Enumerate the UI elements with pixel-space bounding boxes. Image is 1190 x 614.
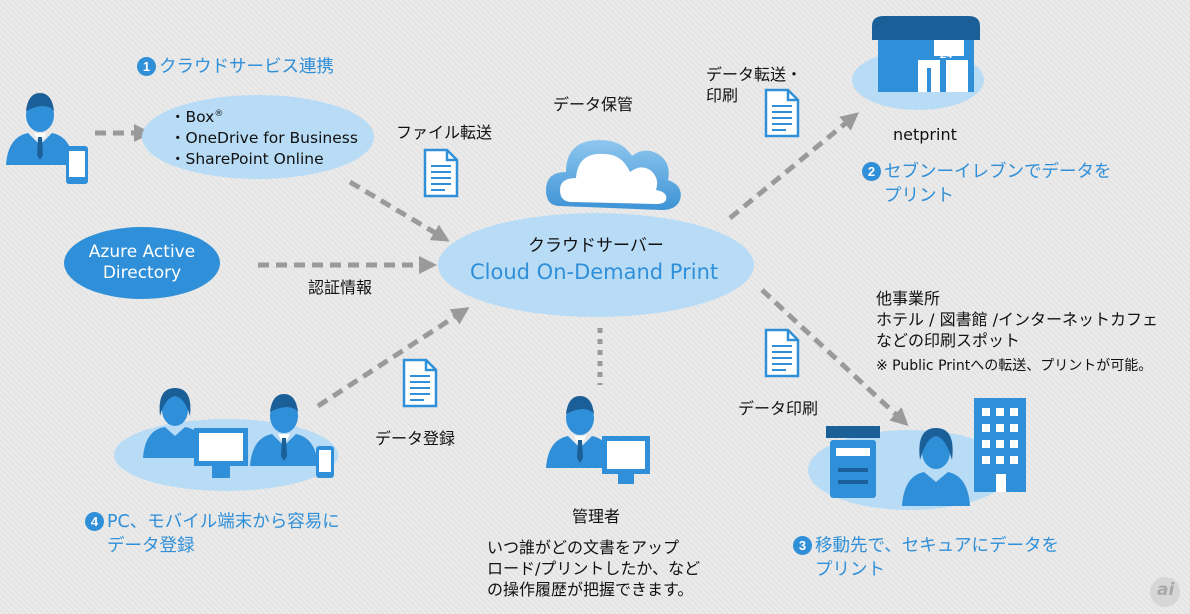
auth-info-label: 認証情報 [308,278,373,297]
cloud-server-title: クラウドサーバー [528,236,664,256]
service-onedrive: ・OneDrive for Business [170,129,358,147]
watermark-badge [1150,577,1180,607]
flow-arrows [95,112,909,427]
arrow-cloud-to-netprint [728,112,859,220]
data-storage-label: データ保管 [553,95,634,114]
service-box: ・Box® [170,108,224,126]
file-transfer-doc-icon [423,148,459,198]
data-register-label: データ登録 [375,429,456,448]
file-transfer-label: ファイル転送 [396,123,493,142]
data-print-doc-icon [764,328,800,378]
service-sharepoint: ・SharePoint Online [170,150,324,168]
data-register-doc-icon [402,358,438,408]
store-icon [872,16,980,92]
services-ellipse [142,95,374,179]
users-pc-icon [143,388,334,478]
cloud-icon [546,140,681,210]
arrow-cloud-to-print-spots [760,288,909,427]
arrow-users-to-cloud [316,307,470,409]
public-print-note: ※ Public Printへの転送、プリントが可能。 [876,358,1153,374]
admin-description: いつ誰がどの文書をアップ ロード/プリントしたか、など の操作履歴が把握できます… [487,538,701,599]
watermark-logo: ai [1157,580,1175,600]
data-print-label: データ印刷 [738,399,819,418]
data-transfer-label: データ転送・印刷 [706,65,803,105]
netprint-label: netprint [893,125,957,144]
admin-icon [546,396,650,484]
print-spot-icon [826,398,1026,506]
store-badge: 24 [940,49,953,61]
user-with-phone-icon [6,93,88,184]
cloud-server-name: Cloud On-Demand Print [470,260,719,284]
azure-ellipse [64,227,220,299]
other-sites-text: 他事業所 ホテル / 図書館 /インターネットカフェ などの印刷スポット [876,289,1159,350]
admin-title: 管理者 [572,507,621,526]
cloud-server-ellipse [438,213,754,317]
services-list: ・Box® ・OneDrive for Business ・SharePoint… [170,104,358,170]
